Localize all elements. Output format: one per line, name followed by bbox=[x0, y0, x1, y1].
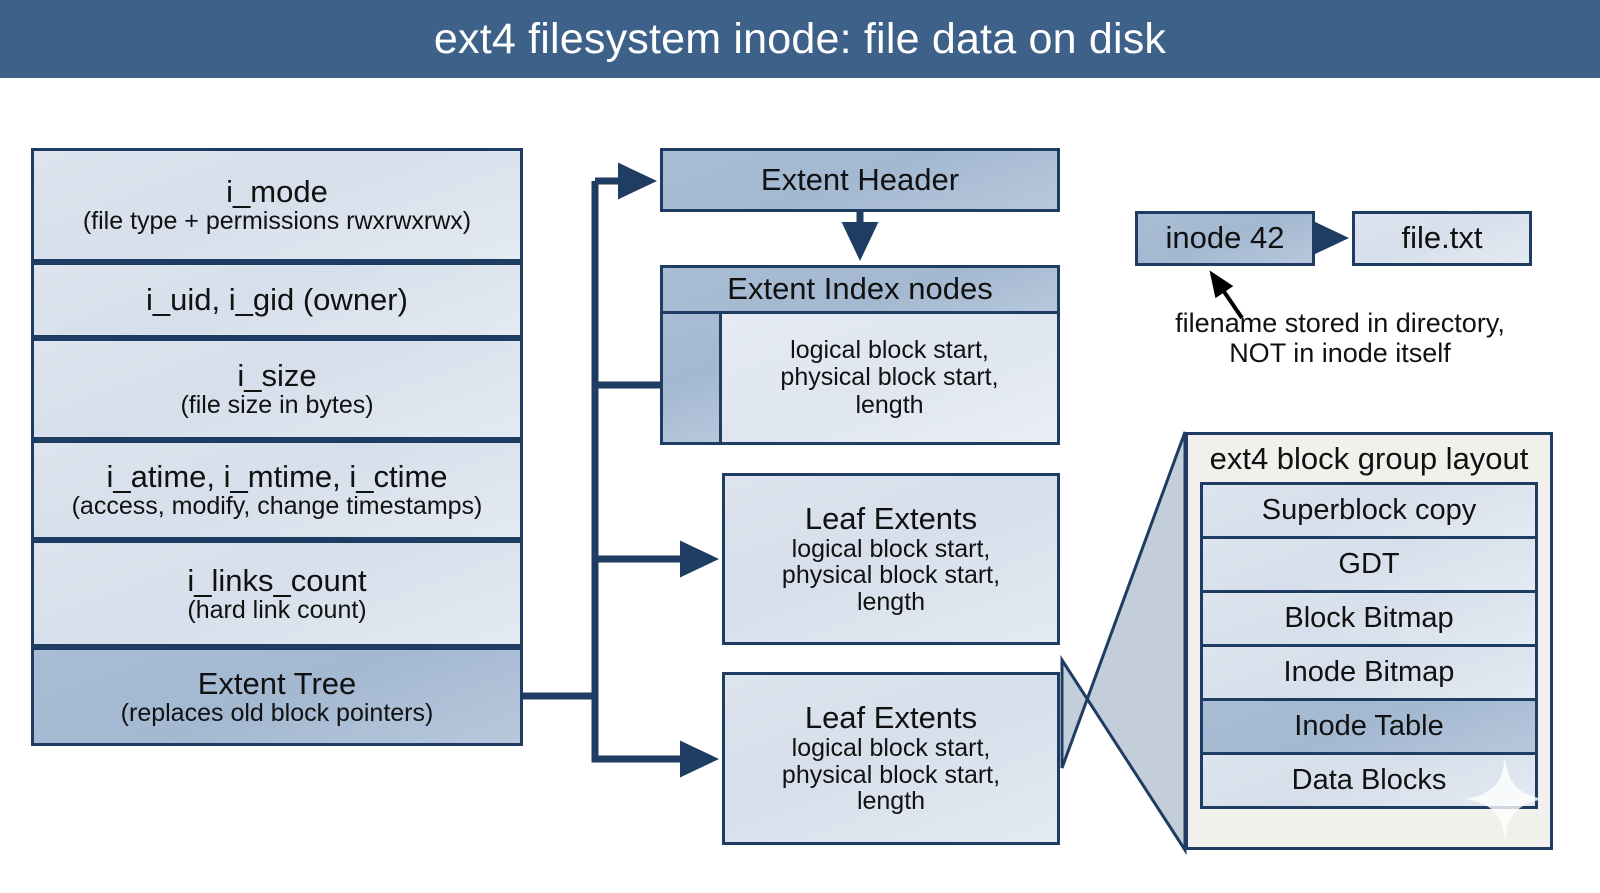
leaf-extents-label: Leaf Extents bbox=[804, 500, 978, 536]
extent-index-nodes-box[interactable]: Extent Index nodes logical block start, … bbox=[660, 265, 1060, 445]
inode-row-title: Extent Tree bbox=[197, 665, 357, 701]
block-group-row-label: Data Blocks bbox=[1291, 763, 1447, 796]
inode-row-timestamps[interactable]: i_atime, i_mtime, i_ctime (access, modif… bbox=[31, 440, 523, 540]
title-bar: ext4 filesystem inode: file data on disk bbox=[0, 0, 1600, 78]
filename-label: file.txt bbox=[1401, 220, 1483, 256]
inode-row-title: i_uid, i_gid (owner) bbox=[146, 282, 408, 318]
detail-line: length bbox=[855, 390, 924, 419]
inode-row-title: i_atime, i_mtime, i_ctime bbox=[106, 459, 448, 495]
page-title: ext4 filesystem inode: file data on disk bbox=[433, 14, 1167, 63]
extent-index-header: Extent Index nodes bbox=[663, 268, 1057, 314]
leaf-extents-label: Leaf Extents bbox=[804, 700, 978, 736]
extent-index-detail: logical block start, physical block star… bbox=[722, 314, 1057, 442]
extent-index-body: logical block start, physical block star… bbox=[663, 314, 1057, 442]
inode-row-i-links-count[interactable]: i_links_count (hard link count) bbox=[31, 540, 523, 647]
block-group-row-data-blocks[interactable]: Data Blocks bbox=[1203, 754, 1535, 809]
note-line: filename stored in directory, bbox=[1175, 308, 1505, 338]
detail-line: length bbox=[856, 787, 926, 816]
block-group-row-superblock-copy[interactable]: Superblock copy bbox=[1203, 484, 1535, 539]
inode-row-i-size[interactable]: i_size (file size in bytes) bbox=[31, 338, 523, 440]
leaf-extents-box-2[interactable]: Leaf Extents logical block start, physic… bbox=[722, 672, 1060, 845]
inode-row-subtitle: (file size in bytes) bbox=[180, 391, 374, 420]
extent-index-label: Extent Index nodes bbox=[727, 271, 993, 307]
block-group-row-block-bitmap[interactable]: Block Bitmap bbox=[1203, 592, 1535, 647]
block-group-row-inode-bitmap[interactable]: Inode Bitmap bbox=[1203, 646, 1535, 701]
block-group-title: ext4 block group layout bbox=[1209, 441, 1529, 476]
extent-header-box[interactable]: Extent Header bbox=[660, 148, 1060, 212]
detail-line: physical block start, bbox=[781, 760, 1001, 789]
filename-box[interactable]: file.txt bbox=[1352, 211, 1532, 266]
detail-line: length bbox=[856, 587, 926, 616]
block-group-row-gdt[interactable]: GDT bbox=[1203, 538, 1535, 593]
inode-row-extent-tree[interactable]: Extent Tree (replaces old block pointers… bbox=[31, 647, 523, 746]
block-group-row-inode-table[interactable]: Inode Table bbox=[1203, 700, 1535, 755]
inode-number-box[interactable]: inode 42 bbox=[1135, 211, 1315, 266]
block-group-row-label: Inode Table bbox=[1294, 709, 1444, 742]
inode-row-title: i_mode bbox=[226, 174, 328, 210]
block-group-row-label: GDT bbox=[1338, 547, 1400, 580]
block-group-row-list: Superblock copy GDT Block Bitmap Inode B… bbox=[1200, 481, 1538, 809]
detail-line: logical block start, bbox=[790, 335, 989, 364]
inode-row-i-uid-gid[interactable]: i_uid, i_gid (owner) bbox=[31, 262, 523, 338]
inode-row-subtitle: (file type + permissions rwxrwxrwx) bbox=[82, 207, 472, 236]
inode-row-title: i_links_count bbox=[187, 562, 367, 598]
leaf-extents-box-1[interactable]: Leaf Extents logical block start, physic… bbox=[722, 473, 1060, 645]
extent-header-label: Extent Header bbox=[760, 161, 960, 197]
extent-index-gutter bbox=[663, 314, 722, 442]
zoom-callout-shape bbox=[1060, 431, 1187, 856]
detail-line: physical block start, bbox=[781, 561, 1001, 590]
detail-line: physical block start, bbox=[780, 363, 999, 392]
detail-line: logical block start, bbox=[791, 534, 991, 563]
detail-line: logical block start, bbox=[791, 734, 991, 763]
block-group-layout-panel: ext4 block group layout Superblock copy … bbox=[1185, 432, 1553, 850]
filename-annotation: filename stored in directory, NOT in ino… bbox=[1140, 308, 1540, 368]
note-line: NOT in inode itself bbox=[1229, 338, 1451, 369]
inode-row-subtitle: (hard link count) bbox=[187, 595, 367, 624]
inode-row-i-mode[interactable]: i_mode (file type + permissions rwxrwxrw… bbox=[31, 148, 523, 262]
inode-field-table: i_mode (file type + permissions rwxrwxrw… bbox=[31, 148, 523, 746]
block-group-row-label: Block Bitmap bbox=[1284, 601, 1454, 634]
extent-tree-connectors bbox=[523, 162, 720, 778]
inode-number-label: inode 42 bbox=[1165, 220, 1285, 256]
inode-row-subtitle: (replaces old block pointers) bbox=[120, 698, 434, 727]
inode-row-subtitle: (access, modify, change timestamps) bbox=[71, 492, 483, 521]
filename-note-arrow bbox=[1209, 270, 1244, 320]
inode-row-title: i_size bbox=[237, 358, 317, 394]
block-group-row-label: Inode Bitmap bbox=[1283, 655, 1455, 688]
block-group-row-label: Superblock copy bbox=[1261, 493, 1477, 526]
